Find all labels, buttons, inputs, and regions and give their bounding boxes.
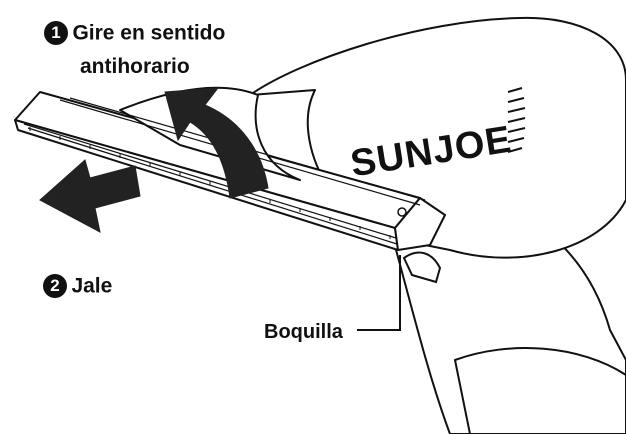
nozzle-tip xyxy=(394,197,446,251)
step-2-text: Jale xyxy=(71,274,113,298)
step-1-label: 1 Gire en sentido xyxy=(44,21,225,45)
vent-slots xyxy=(507,87,526,153)
step-1-number: 1 xyxy=(44,21,68,45)
trigger xyxy=(402,251,442,284)
pull-arrow-icon xyxy=(39,159,141,233)
callout-line xyxy=(357,255,401,331)
rotate-arrow-icon xyxy=(164,87,269,199)
handle-base xyxy=(454,347,626,434)
step-2-number: 2 xyxy=(43,274,67,298)
step-1-text: Gire en sentido xyxy=(72,21,226,45)
nozzle-callout-label: Boquilla xyxy=(264,321,343,343)
step-1-text-line2: antihorario xyxy=(80,55,190,78)
step-2-label: 2 Jale xyxy=(43,274,112,298)
